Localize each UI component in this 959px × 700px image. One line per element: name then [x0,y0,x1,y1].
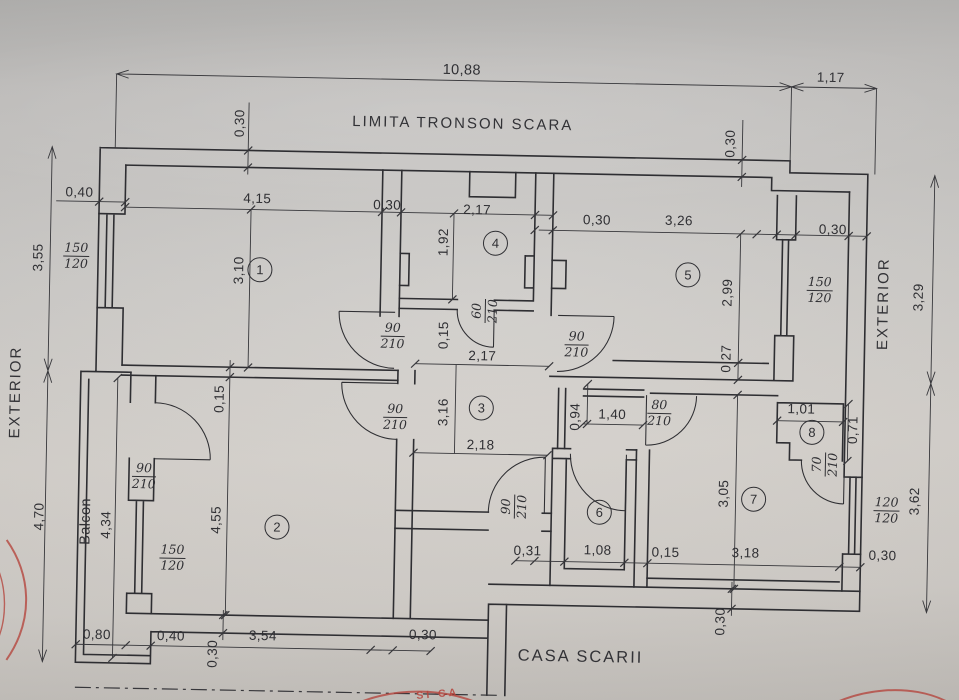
dim-top-right-ext: 1,17 [816,69,845,86]
dimension-ticks [71,146,872,663]
dim-lobby-width: 1,40 [598,406,627,423]
dim-r8-height: 0,71 [844,416,861,445]
wall-r2-right [379,169,416,620]
dim-r7-strip: 0,15 [651,544,680,561]
stamp-left-arc [5,539,28,661]
door-r4-arc [456,309,495,348]
limita-tronson-label: LIMITA TRONSON SCARA [352,112,574,135]
dim-r2-bottom-wall: 0,30 [204,639,221,668]
dim-r5-height: 2,99 [719,278,736,307]
outer-walls [74,146,869,697]
dim-right-lower: 3,62 [906,487,923,516]
dim-r6-offset: 0,31 [513,542,542,559]
dim-wall-r1-r4: 0,30 [373,197,402,213]
dim-wall-r4-door-strip: 0,15 [435,321,452,350]
door-size-label-hall-bottom: 90 210 [497,494,530,519]
section-dash-line [74,686,498,696]
dim-wall-r5-right: 0,30 [818,221,847,238]
dim-r4-height: 1,92 [435,228,451,257]
door-r7-arc [645,395,698,446]
dim-r6-width: 1,08 [583,542,612,558]
hall-bottom-wall [394,509,553,533]
door-size-label-hall-r1: 90 210 [380,319,405,352]
dim-lobby-height: 0,94 [567,402,583,431]
door-hall-bottom-arc [487,456,546,514]
window-size-label-r7: 120 120 [873,494,900,527]
dim-left-lower: 4,70 [31,502,47,531]
dim-hall-height: 3,16 [435,398,451,427]
door-size-label-hall-r5: 90 210 [564,328,589,361]
dim-r8-width: 1,01 [787,401,816,417]
dim-r2-bottom-width: 3,54 [248,627,277,644]
dimension-lines [41,73,936,662]
door-r6-arc [569,453,627,512]
room5-walls [549,194,798,382]
stamp-text-fragment: SI CA [415,686,460,700]
dim-r1-height: 3,10 [230,256,247,285]
door-size-label-r7: 80 210 [647,396,672,429]
door-balcon-arc [154,402,211,461]
wall-r1-r2 [121,364,399,382]
casa-scarii-walls [488,577,861,593]
dim-balcon-length: 4,34 [97,510,114,539]
dim-casa-bottom-wall: 0,30 [712,607,728,636]
door-size-label-hall-r2: 90 210 [382,400,408,433]
exterior-right-label: EXTERIOR [873,257,893,351]
dim-wall-bottom-right: 0,30 [868,547,897,564]
dim-balcon-width: 0,80 [82,626,111,643]
dim-wall-r1-r2: 0,15 [211,384,227,414]
exterior-left-label: EXTERIOR [6,345,25,439]
door-size-label-r8: 70 210 [808,452,841,477]
stamp-bottom-right-arc [814,689,949,700]
dim-r2-height: 4,55 [208,505,224,534]
room6-walls [549,447,638,587]
door-size-label-balcon: 90 210 [131,459,157,492]
dim-r7-width: 3,18 [731,545,760,561]
dim-r5-width: 3,26 [664,212,694,229]
window-size-label-left: 150 120 [63,239,90,272]
dim-wall-bottom-left: 0,40 [156,628,185,644]
door-hall-r2-arc [341,381,398,440]
casa-scarii-label: CASA SCARII [517,646,644,667]
dim-hall-bottom-width: 2,18 [466,436,495,453]
lobby-walls [556,387,645,450]
dim-right-upper: 3,29 [910,283,927,312]
r2-bottom-inner [125,612,490,621]
dim-r1-offset-left: 0,40 [65,184,94,200]
dim-wall-r2-bottom-right: 0,30 [408,626,438,643]
door-size-label-r4: 60 210 [468,298,501,324]
balcon-label: Balcon [77,497,95,545]
door-r8-arc [800,460,845,505]
dim-r1-width: 4,15 [243,190,272,207]
dim-left-upper: 3,55 [30,243,46,272]
room7-room8-walls [633,392,845,589]
door-hall-r5-arc [557,314,615,372]
window-size-label-balcon: 150 120 [159,541,186,574]
top-inner-walls [125,164,851,193]
room4-walls [398,170,555,317]
dim-wall-top-right: 0,30 [722,129,738,158]
dimension-arrows [38,69,940,664]
door-hall-r1-arc [338,310,396,369]
right-wall-window [841,191,863,592]
left-wall-window [96,164,127,366]
stamp-left-arc-inner [0,557,6,651]
dim-overall-top: 10,88 [442,61,482,79]
dim-r4-width: 2,17 [463,201,492,218]
balcony-wall-window [125,371,157,615]
stamp-bottom-arc [303,690,538,700]
window-size-label-r5: 150 120 [806,273,833,306]
dim-hall-top-width: 2,17 [468,347,497,364]
dim-r5-bottom-wall: 0,27 [718,344,734,373]
dim-r7-height: 3,05 [715,479,732,508]
dim-wall-r4-r5: 0,30 [582,212,612,228]
dim-wall-top-left: 0,30 [231,109,248,138]
